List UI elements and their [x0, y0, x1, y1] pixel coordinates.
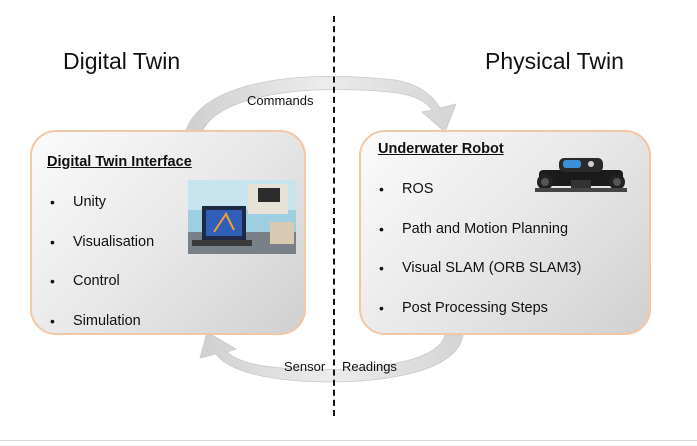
- list-item: Path and Motion Planning: [375, 221, 581, 261]
- computer-workstation-photo: [188, 180, 296, 254]
- commands-arrow: [185, 76, 457, 133]
- physical-twin-list: ROS Path and Motion Planning Visual SLAM…: [375, 181, 581, 339]
- physical-twin-panel: Underwater Robot ROS Path and Motion Pla…: [359, 130, 651, 335]
- underwater-robot-title: Underwater Robot: [378, 141, 504, 157]
- digital-twin-interface-title: Digital Twin Interface: [47, 154, 192, 170]
- sensor-readings-arrow: [199, 331, 464, 383]
- list-item: Simulation: [46, 313, 154, 353]
- list-item: Post Processing Steps: [375, 300, 581, 340]
- readings-label: Readings: [342, 359, 397, 374]
- commands-label: Commands: [247, 93, 314, 108]
- sensor-label: Sensor: [284, 359, 326, 374]
- list-item: Visual SLAM (ORB SLAM3): [375, 260, 581, 300]
- physical-twin-heading: Physical Twin: [485, 48, 624, 74]
- digital-twin-list: Unity Visualisation Control Simulation: [46, 194, 154, 352]
- center-divider: [333, 16, 335, 416]
- list-item: Visualisation: [46, 234, 154, 274]
- underwater-robot-photo: [535, 158, 627, 192]
- digital-twin-panel: Digital Twin Interface Unity Visualisati…: [30, 130, 306, 335]
- list-item: ROS: [375, 181, 581, 221]
- digital-twin-heading: Digital Twin: [63, 48, 181, 74]
- list-item: Control: [46, 273, 154, 313]
- bottom-border: [0, 440, 697, 441]
- list-item: Unity: [46, 194, 154, 234]
